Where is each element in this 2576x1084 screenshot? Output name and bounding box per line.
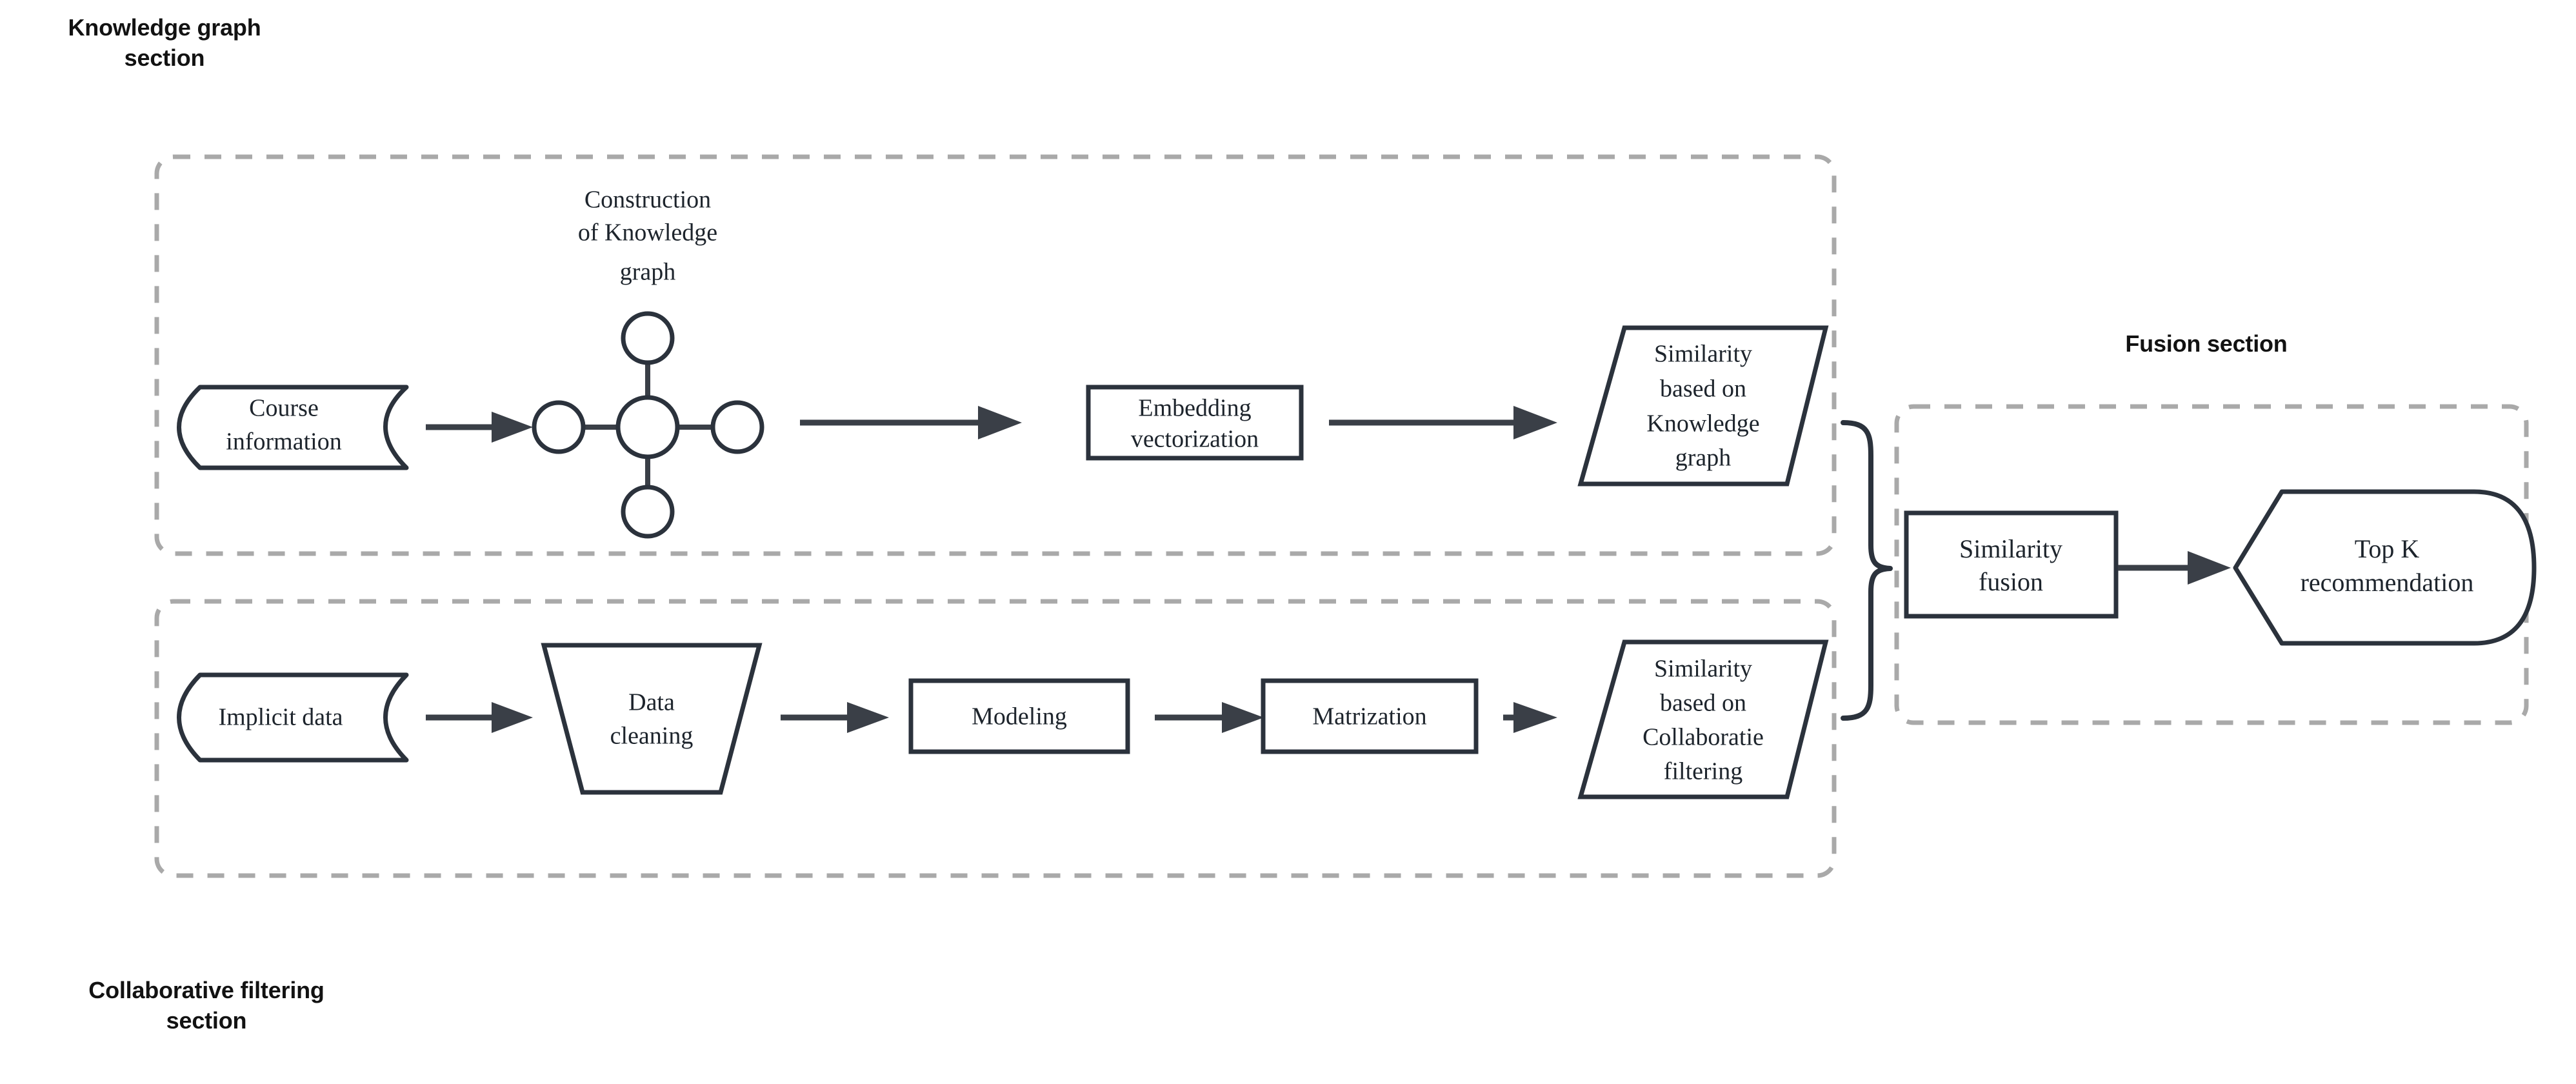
- label-similarity-cf-line-4: filtering: [1664, 758, 1742, 785]
- merge-curly-brace: [1841, 420, 1893, 721]
- label-course-information-line-1: Course: [249, 395, 319, 422]
- label-kg-construction-line-1: Construction: [584, 186, 711, 214]
- node-top-k-recommendation[interactable]: [2233, 489, 2537, 646]
- arrow-course-to-graph: [426, 412, 533, 443]
- kg-node-top[interactable]: [621, 311, 675, 365]
- caption-knowledge-graph-section: Knowledge graph section: [68, 14, 261, 71]
- node-similarity-fusion[interactable]: [1904, 510, 2119, 619]
- caption-fusion-section: Fusion section: [2125, 330, 2288, 357]
- label-top-k-line-1: Top K: [2355, 534, 2420, 563]
- label-similarity-fusion-line-1: Similarity: [1959, 534, 2062, 563]
- label-similarity-kg-line-2: based on: [1660, 376, 1746, 403]
- label-similarity-kg-line-4: graph: [1675, 445, 1732, 472]
- arrow-fusion-to-topk: [2118, 551, 2231, 585]
- arrow-graph-to-embedding: [800, 406, 1022, 439]
- arrow-implicit-to-cleaning: [426, 702, 533, 733]
- kg-node-left[interactable]: [532, 400, 586, 454]
- label-top-k-line-2: recommendation: [2301, 568, 2474, 597]
- label-modeling: Modeling: [972, 703, 1067, 730]
- knowledge-graph-section-group: [154, 154, 1837, 556]
- label-embedding-line-2: vectorization: [1131, 426, 1259, 453]
- arrow-cleaning-to-modeling: [781, 702, 889, 733]
- label-matrization: Matrization: [1312, 703, 1426, 730]
- kg-node-center[interactable]: [615, 395, 680, 459]
- node-implicit-data[interactable]: [177, 672, 409, 763]
- label-similarity-kg-line-3: Knowledge: [1646, 410, 1759, 437]
- label-data-cleaning-line-2: cleaning: [610, 723, 694, 750]
- arrow-matrization-to-similarity-cf: [1503, 702, 1557, 733]
- label-kg-construction-line-2: of Knowledge: [578, 219, 717, 246]
- label-implicit-data: Implicit data: [218, 704, 343, 731]
- node-embedding-vectorization[interactable]: [1086, 385, 1304, 461]
- node-similarity-collaborative-filtering[interactable]: [1577, 639, 1829, 799]
- knowledge-graph-cluster: [532, 311, 764, 539]
- node-data-cleaning[interactable]: [541, 643, 763, 795]
- label-embedding-line-1: Embedding: [1138, 395, 1251, 422]
- kg-node-bottom[interactable]: [621, 485, 675, 539]
- node-course-information[interactable]: [177, 385, 409, 470]
- node-modeling[interactable]: [908, 678, 1130, 754]
- arrow-modeling-to-matrization: [1155, 702, 1264, 733]
- label-data-cleaning-line-1: Data: [628, 689, 675, 716]
- label-similarity-cf-line-3: Collaboratie: [1642, 724, 1764, 751]
- label-kg-construction-line-3: graph: [620, 259, 676, 286]
- node-matrization[interactable]: [1261, 678, 1479, 754]
- collaborative-filtering-section-group: [154, 599, 1837, 878]
- label-similarity-cf-line-2: based on: [1660, 690, 1746, 717]
- label-course-information-line-2: information: [226, 428, 341, 456]
- label-similarity-cf-line-1: Similarity: [1654, 656, 1752, 683]
- label-similarity-kg-line-1: Similarity: [1654, 341, 1752, 368]
- arrow-embedding-to-similarity-kg: [1329, 406, 1557, 439]
- caption-collaborative-filtering-section: Collaborative filtering section: [88, 977, 324, 1034]
- node-similarity-knowledge-graph[interactable]: [1577, 325, 1829, 487]
- label-similarity-fusion-line-2: fusion: [1979, 567, 2043, 596]
- kg-node-right[interactable]: [710, 400, 764, 454]
